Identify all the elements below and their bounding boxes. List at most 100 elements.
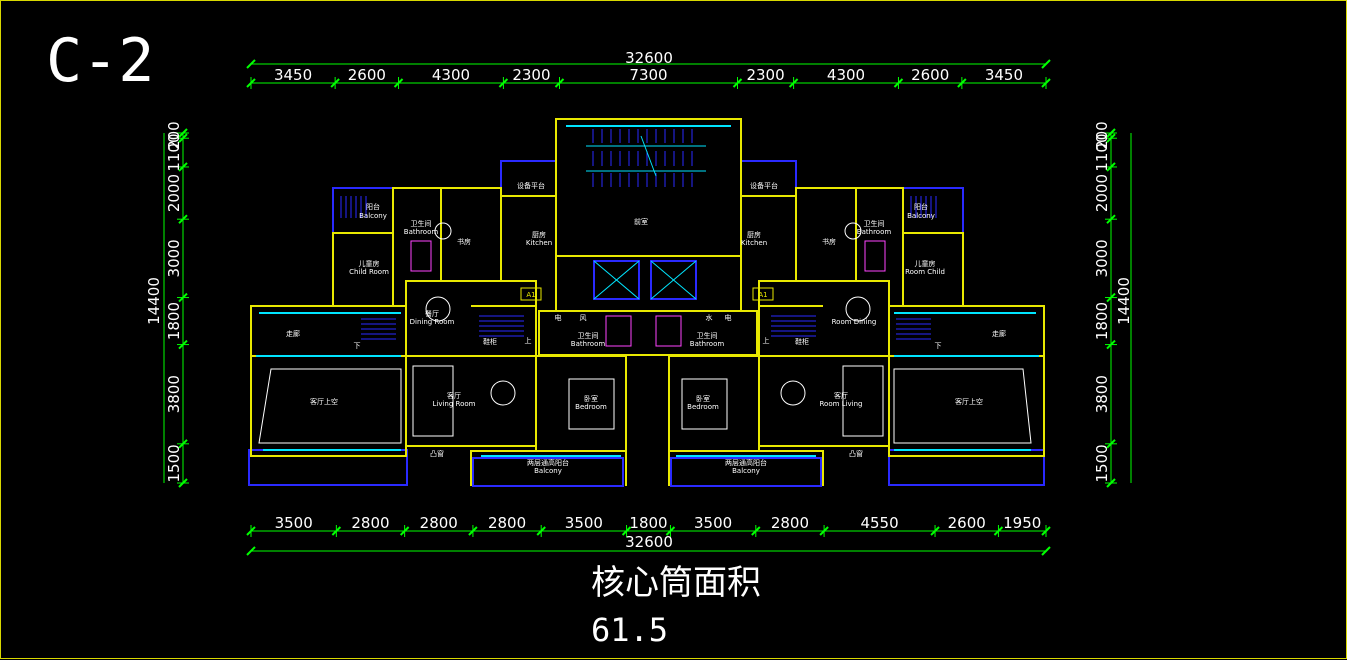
furniture bbox=[412, 222, 884, 437]
elevator-shafts bbox=[593, 260, 697, 300]
top-dim-label: 7300 bbox=[629, 66, 667, 84]
top-dim-label: 4300 bbox=[827, 66, 865, 84]
label-dbal-left: 两层通高阳台 bbox=[527, 458, 569, 467]
dimension-tick-slash bbox=[393, 78, 404, 88]
dimension-tick-slash bbox=[665, 526, 676, 536]
bottom-dim-label: 3500 bbox=[565, 514, 603, 532]
bottom-dim-label: 3500 bbox=[694, 514, 732, 532]
label-core-bath-left-en: Bathroom bbox=[571, 340, 606, 348]
label-equip-right: 设备平台 bbox=[750, 181, 778, 190]
walls bbox=[250, 118, 1045, 486]
right-dim-label: 1800 bbox=[1093, 302, 1111, 340]
label-down-left: 下 bbox=[354, 342, 361, 350]
dimension-tick-slash bbox=[178, 162, 188, 172]
top-dim-label: 2600 bbox=[911, 66, 949, 84]
top-total-dim: 32600 bbox=[625, 49, 673, 67]
label-elec-left: 电 bbox=[555, 313, 562, 322]
label-corridor-left: 走廊 bbox=[286, 329, 300, 338]
dimension-tick-slash bbox=[178, 128, 188, 138]
left-dim-label: 1100 bbox=[165, 133, 183, 171]
label-dining-left: 餐厅 bbox=[425, 309, 439, 318]
bottom-dim-label: 1800 bbox=[629, 514, 667, 532]
stair-arrows bbox=[586, 135, 706, 177]
dimension-tick-slash bbox=[1106, 128, 1116, 138]
label-void-left: 客厅上空 bbox=[310, 397, 338, 406]
dimension-tick-slash bbox=[1106, 292, 1116, 303]
dimension-tick-slash bbox=[1106, 214, 1116, 224]
a1-tags bbox=[520, 287, 774, 301]
bottom-dim-label: 2600 bbox=[948, 514, 986, 532]
fixtures bbox=[410, 240, 886, 347]
dimension-ticks bbox=[177, 59, 1117, 556]
bottom-total-dim: 32600 bbox=[625, 533, 673, 551]
dimension-tick-slash bbox=[178, 214, 188, 224]
label-void-right: 客厅上空 bbox=[955, 397, 983, 406]
label-balcony-right: 阳台 bbox=[914, 202, 928, 211]
dimension-tick-slash bbox=[751, 526, 761, 536]
label-child-left-en: Child Room bbox=[349, 268, 389, 276]
label-balcony-left-en: Balcony bbox=[359, 212, 387, 220]
top-dim-label: 2600 bbox=[348, 66, 386, 84]
label-bed-left: 卧室 bbox=[584, 394, 598, 403]
left-dim-label: 200 bbox=[165, 121, 183, 150]
left-dim-label: 2000 bbox=[165, 174, 183, 212]
left-dim-label: 3000 bbox=[165, 239, 183, 277]
room-labels: 设备平台 设备平台 前室 阳台 Balcony 阳台 Balcony 卫生间 B… bbox=[286, 181, 1006, 475]
label-elec-right: 电 bbox=[725, 313, 732, 322]
label-bay-window-right: 凸窗 bbox=[849, 449, 863, 458]
dimension-tick-slash bbox=[246, 526, 256, 536]
label-a1-left: A1 bbox=[526, 291, 535, 299]
dimension-tick-slash bbox=[1041, 78, 1051, 88]
label-dining-right-en: Room Dining bbox=[832, 318, 877, 326]
core-area-caption: 核心筒面积 bbox=[591, 563, 761, 603]
label-bed-left-en: Bedroom bbox=[575, 403, 607, 411]
dimension-tick-slash bbox=[1041, 59, 1051, 69]
right-dim-label: 200 bbox=[1093, 121, 1111, 150]
dimension-tick-slash bbox=[178, 292, 188, 303]
dimension-tick-slash bbox=[993, 526, 1004, 536]
bottom-dim-label: 2800 bbox=[351, 514, 389, 532]
dimension-tick-slash bbox=[246, 78, 256, 88]
dimension-tick-slash bbox=[331, 526, 342, 536]
top-dim-label: 3450 bbox=[274, 66, 312, 84]
left-dim-label: 3800 bbox=[165, 375, 183, 413]
label-a1-right: A1 bbox=[758, 291, 767, 299]
label-kitchen-left-en: Kitchen bbox=[526, 239, 552, 247]
label-kitchen-left: 厨房 bbox=[532, 230, 546, 239]
top-dim-label: 3450 bbox=[985, 66, 1023, 84]
label-core-bath-right-en: Bathroom bbox=[690, 340, 725, 348]
dimension-tick-slash bbox=[178, 478, 188, 488]
label-dbal-left-en: Balcony bbox=[534, 467, 562, 475]
right-dim-label: 1500 bbox=[1093, 444, 1111, 482]
dimension-tick-slash bbox=[178, 339, 188, 350]
label-down-right: 下 bbox=[935, 342, 942, 350]
dimension-tick-slash bbox=[893, 78, 904, 88]
dimension-tick-slash bbox=[1106, 133, 1116, 143]
dimension-tick-slash bbox=[468, 526, 478, 536]
dimension-tick-slash bbox=[621, 526, 632, 536]
label-bay-window-left: 凸窗 bbox=[430, 449, 444, 458]
dimension-tick-slash bbox=[246, 546, 256, 556]
label-living-left: 客厅 bbox=[447, 391, 461, 400]
dimension-tick-slash bbox=[1106, 439, 1116, 449]
label-balcony-right-en: Balcony bbox=[907, 212, 935, 220]
right-total-dim: 14400 bbox=[1115, 277, 1133, 325]
label-bed-right: 卧室 bbox=[696, 394, 710, 403]
label-front-hall: 前室 bbox=[634, 217, 648, 226]
label-dbal-right: 两层通高阳台 bbox=[725, 458, 767, 467]
dimension-tick-slash bbox=[178, 439, 188, 449]
bottom-dim-label: 3500 bbox=[275, 514, 313, 532]
dimension-tick-slash bbox=[536, 526, 546, 536]
core-area-value: 61.5 bbox=[591, 611, 668, 649]
bottom-dim-label: 2800 bbox=[771, 514, 809, 532]
dimension-lines bbox=[163, 63, 1132, 552]
label-bed-right-en: Bedroom bbox=[687, 403, 719, 411]
left-dim-label: 1500 bbox=[165, 444, 183, 482]
dimension-tick-slash bbox=[246, 59, 256, 69]
dimension-tick-slash bbox=[1106, 339, 1116, 350]
top-dim-label: 2300 bbox=[512, 66, 550, 84]
label-kitchen-right: 厨房 bbox=[747, 230, 761, 239]
